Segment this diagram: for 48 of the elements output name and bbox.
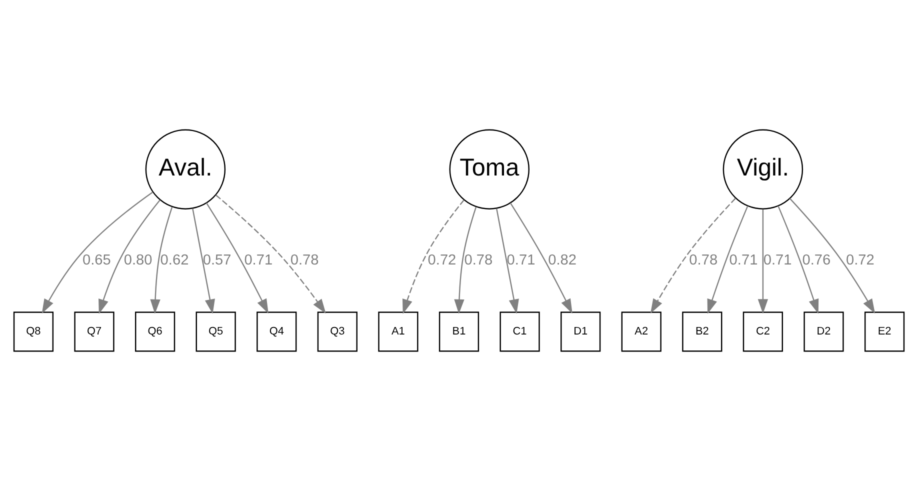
- node-box: B1: [438, 311, 480, 352]
- node-box: Q8: [13, 311, 54, 352]
- arrow: [789, 198, 876, 314]
- edge-label: 0.78: [689, 252, 718, 268]
- edge-label: 0.71: [729, 252, 758, 268]
- edge-label: 0.80: [124, 252, 152, 268]
- node-box: C1: [500, 311, 540, 352]
- arrow: [216, 194, 326, 314]
- node-box: D1: [560, 311, 601, 352]
- node-box: Q3: [317, 311, 358, 352]
- node-box: C2: [742, 311, 783, 352]
- node-box: D2: [804, 311, 844, 352]
- edge-label: 0.71: [763, 252, 792, 268]
- arrow: [758, 208, 768, 314]
- edge-label: 0.71: [506, 252, 536, 268]
- edge-label: 0.76: [802, 252, 831, 268]
- node-circle: Aval.: [145, 128, 226, 209]
- arrow: [192, 208, 215, 314]
- node-box: B2: [682, 311, 722, 352]
- edge-label: 0.78: [290, 252, 319, 268]
- node-circle: Vigil.: [722, 128, 804, 209]
- arrow: [150, 206, 173, 314]
- arrow: [206, 202, 268, 314]
- node-box: A1: [378, 311, 418, 352]
- edge-label: 0.82: [548, 252, 577, 268]
- edge-label: 0.71: [244, 252, 273, 268]
- edge-label: 0.72: [428, 252, 456, 268]
- node-box: A2: [621, 311, 662, 352]
- node-box: Q4: [256, 311, 297, 352]
- arrow: [402, 199, 464, 314]
- arrow: [510, 202, 572, 314]
- arrow: [650, 197, 736, 314]
- arrow: [98, 199, 160, 314]
- edge-label: 0.57: [202, 252, 232, 268]
- node-box: Q5: [196, 311, 236, 352]
- edge-label: 0.65: [82, 252, 111, 268]
- node-box: Q7: [74, 311, 114, 352]
- arrow: [778, 205, 819, 314]
- node-box: Q6: [135, 311, 176, 352]
- arrow: [496, 208, 519, 314]
- arrow: [42, 191, 154, 314]
- edge-label: 0.62: [160, 252, 189, 268]
- node-circle: Toma: [449, 128, 530, 209]
- arrow: [454, 206, 477, 314]
- edge-label: 0.78: [464, 252, 493, 268]
- node-box: E2: [864, 311, 905, 352]
- arrow: [707, 205, 748, 314]
- edge-label: 0.72: [846, 252, 874, 268]
